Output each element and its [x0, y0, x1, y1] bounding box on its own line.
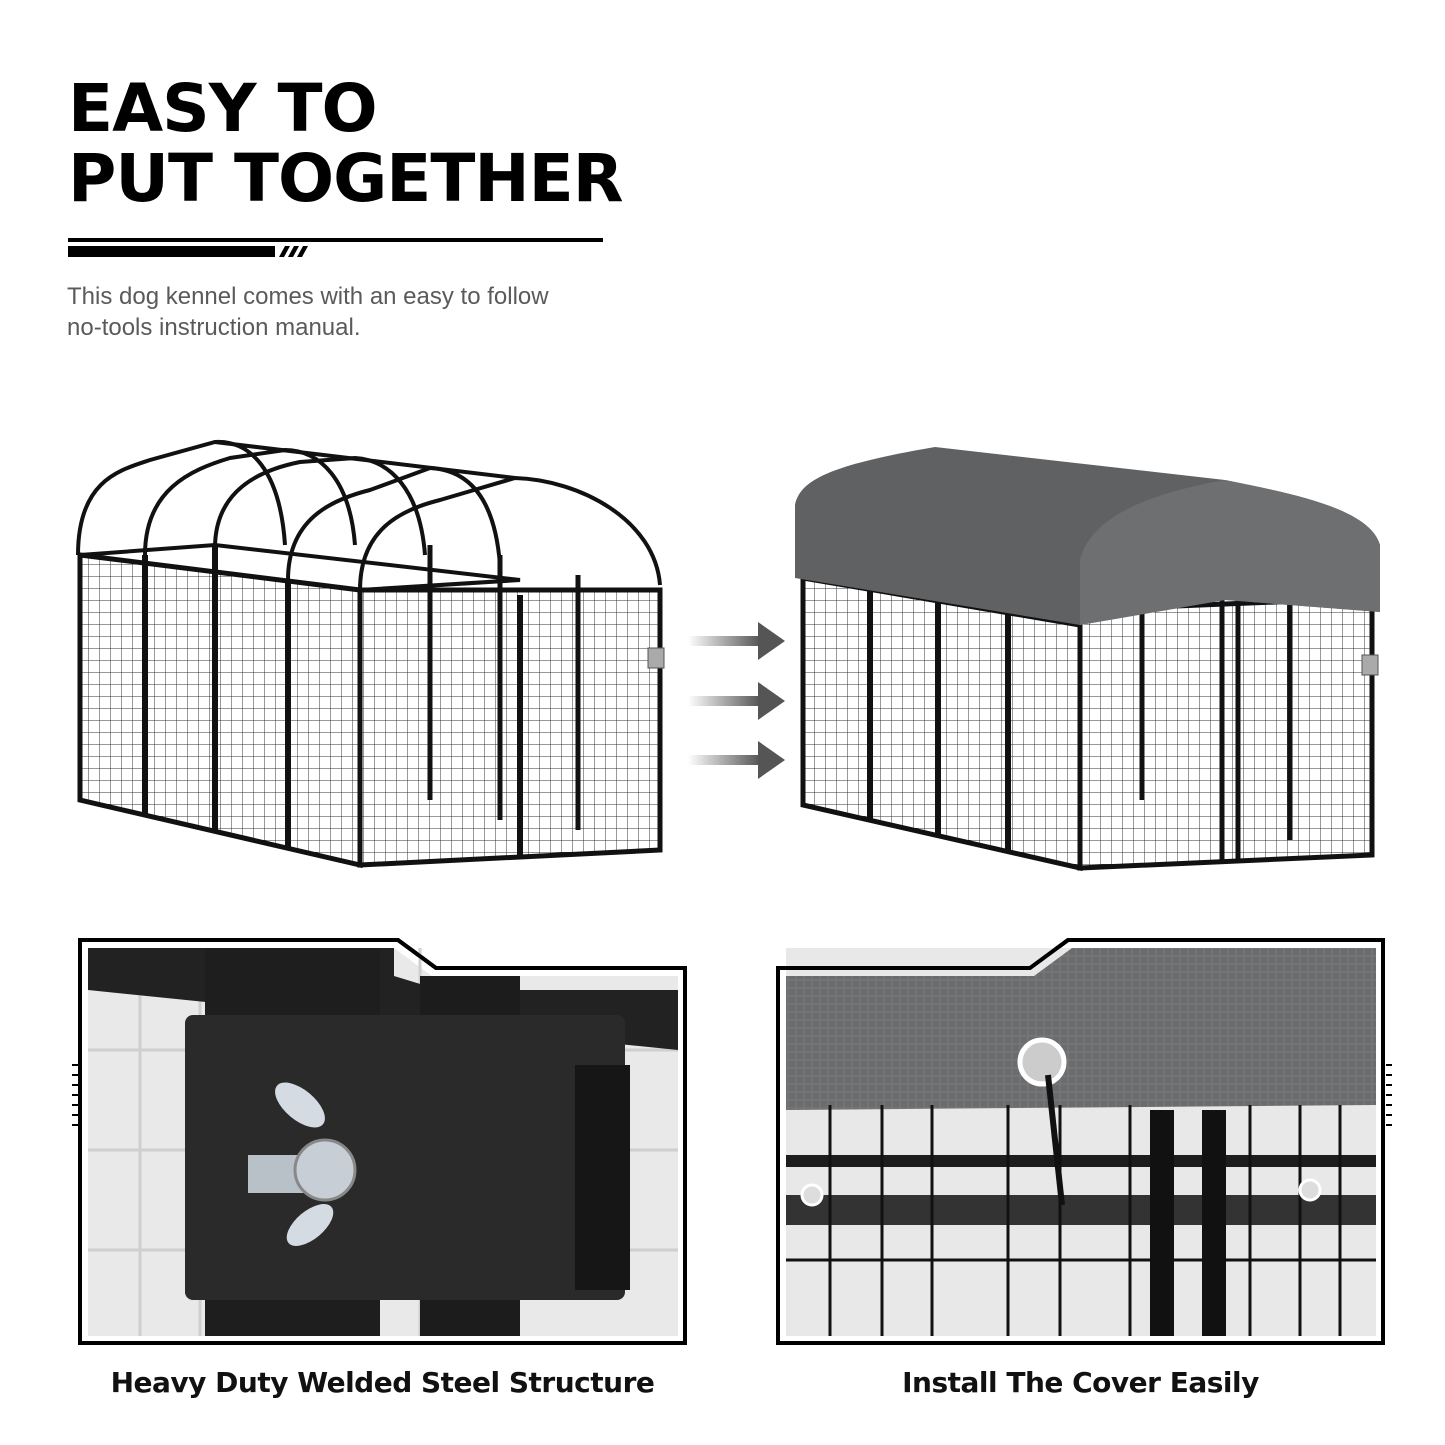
- arrow-icon: [688, 622, 785, 660]
- title-line-1: EASY TO: [68, 70, 378, 147]
- caption-install-cover: Install The Cover Easily: [902, 1366, 1259, 1399]
- title-line-2: PUT TOGETHER: [68, 140, 624, 217]
- description-text: This dog kennel comes with an easy to fo…: [67, 283, 549, 341]
- title-accent-bar: [68, 246, 308, 257]
- side-tick-marks: [72, 1064, 1392, 1126]
- kennel-frame-uncovered: [76, 439, 665, 869]
- arrow-icon: [688, 741, 785, 779]
- arrow-icon: [688, 682, 785, 720]
- page-title: EASY TO PUT TOGETHER: [68, 70, 624, 217]
- kennel-with-cover: [795, 447, 1380, 872]
- title-divider: [68, 238, 603, 242]
- arrow-icons: [688, 622, 785, 779]
- caption-steel-structure: Heavy Duty Welded Steel Structure: [110, 1366, 655, 1399]
- detail-frame-steel: [78, 938, 687, 1345]
- detail-frame-cover: [776, 938, 1385, 1345]
